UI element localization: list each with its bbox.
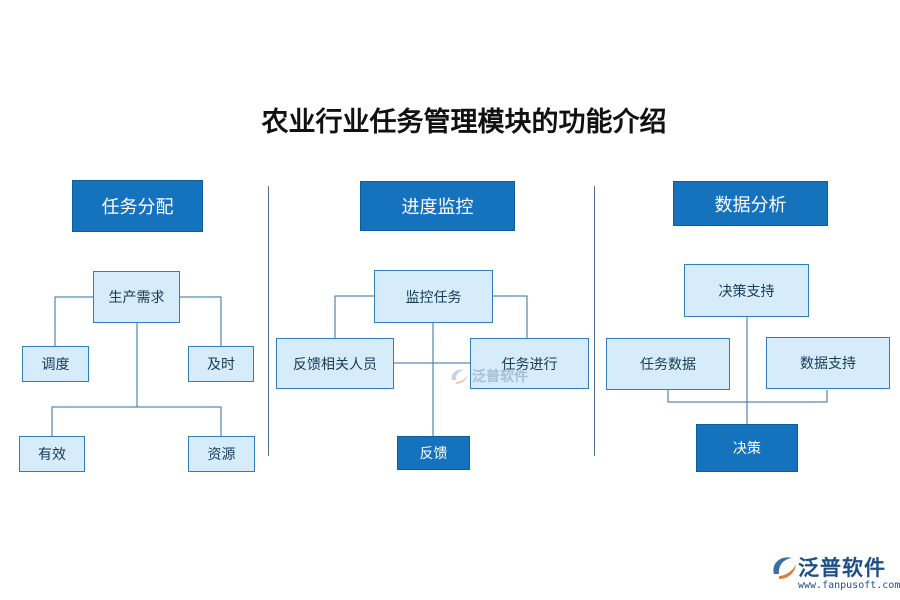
brand-logo: 泛普软件 www.fanpusoft.com <box>770 552 900 596</box>
node-effective: 有效 <box>19 436 85 472</box>
node-task-data: 任务数据 <box>606 338 730 390</box>
node-dispatch: 调度 <box>22 346 89 382</box>
brand-name: 泛普软件 <box>798 556 886 580</box>
connector-monitor-right <box>492 295 528 338</box>
column-separator <box>594 186 595 456</box>
watermark: 泛普软件 <box>448 366 528 386</box>
connector-root-left <box>54 296 93 346</box>
section-header-progress-monitor: 进度监控 <box>360 181 515 231</box>
node-data-support: 数据支持 <box>766 337 890 389</box>
section-header-data-analysis: 数据分析 <box>673 181 828 226</box>
node-decision: 决策 <box>696 424 798 472</box>
node-monitor-task: 监控任务 <box>374 270 493 323</box>
watermark-text: 泛普软件 <box>472 369 528 385</box>
node-feedback: 反馈 <box>397 436 470 470</box>
node-decision-support: 决策支持 <box>684 264 809 317</box>
watermark-logo-icon <box>451 369 468 384</box>
brand-logo-icon <box>773 557 796 579</box>
connector-data-merge <box>667 390 828 403</box>
node-production-demand: 生产需求 <box>93 271 180 323</box>
section-header-task-assign: 任务分配 <box>72 180 203 232</box>
node-feedback-personnel: 反馈相关人员 <box>276 338 394 389</box>
node-timely: 及时 <box>188 346 254 382</box>
connector-bottom-branch <box>51 406 222 436</box>
node-task-in-progress: 任务进行 <box>470 338 589 389</box>
brand-url: www.fanpusoft.com <box>798 580 900 591</box>
node-resources: 资源 <box>188 436 255 472</box>
connector-monitor-left <box>334 295 374 338</box>
page-title: 农业行业任务管理模块的功能介绍 <box>261 107 667 138</box>
column-separator <box>268 186 269 456</box>
connector-root-right <box>180 296 222 346</box>
